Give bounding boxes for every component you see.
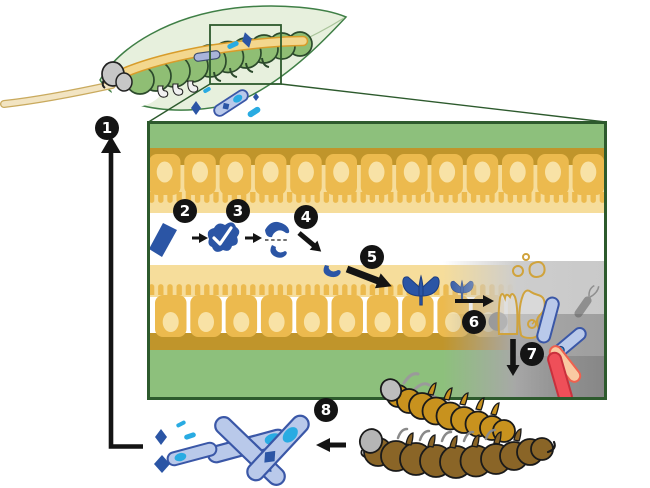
gut-bacterium-icon [193, 50, 221, 62]
step-6-badge: 6 [462, 310, 486, 334]
gut-crystal-icon [242, 32, 252, 48]
dead-caterpillars [358, 372, 556, 479]
gut-contents [193, 32, 252, 62]
panel-arrows [192, 231, 520, 376]
rear-legs [213, 57, 270, 82]
leaf-spore-icon [247, 106, 261, 118]
invading-bacteria [536, 284, 600, 398]
microvilli-top [149, 192, 605, 205]
dead-caterpillar-brown [358, 427, 556, 479]
toxin-shapes [149, 221, 341, 278]
prolegs [157, 80, 199, 98]
red-bacterium-icon [547, 351, 573, 398]
gut-spore-icon [227, 41, 239, 49]
zoom-callout [148, 24, 606, 123]
cleaved-toxin-icon [265, 221, 290, 258]
zoom-box [209, 24, 282, 85]
dead-head-ochre [379, 378, 403, 402]
panel-border [147, 121, 607, 400]
body-wall-band-top [149, 123, 605, 148]
lysed-cells-icon [497, 253, 546, 340]
step-4-badge: 4 [294, 205, 318, 229]
activated-toxin-icon [323, 265, 341, 278]
solubilized-protoxin-icon [207, 222, 240, 252]
spores-crystals-on-leaf [191, 87, 261, 118]
mandible [101, 79, 106, 89]
step-3-badge: 3 [226, 199, 250, 223]
step3-arrow [245, 233, 262, 243]
step-1-badge: 1 [95, 116, 119, 140]
step-8-badge: 8 [314, 398, 338, 422]
leaf-crystal-icon [191, 101, 201, 115]
step7-arrow [506, 339, 520, 376]
step8-arrow [316, 438, 346, 452]
step5-arrow [345, 265, 392, 289]
step-7-badge: 7 [520, 342, 544, 366]
leaf-and-caterpillar [0, 5, 348, 118]
toxin-crystal-icon [149, 223, 177, 257]
released-spores-and-crystals [154, 414, 310, 486]
cycle-return-arrow [101, 136, 143, 449]
dead-head-brown [358, 428, 384, 454]
step-5-badge: 5 [360, 245, 384, 269]
step-2-badge: 2 [173, 199, 197, 223]
vegetative-bacterium-icon [536, 296, 560, 344]
step6-arrow [455, 295, 494, 307]
step2-arrow [192, 233, 208, 243]
midgut-epithelium-panel [147, 121, 607, 400]
tail-curl [546, 440, 556, 454]
ghost-bacterium-icon [574, 284, 600, 318]
step4-arrow [297, 231, 322, 252]
